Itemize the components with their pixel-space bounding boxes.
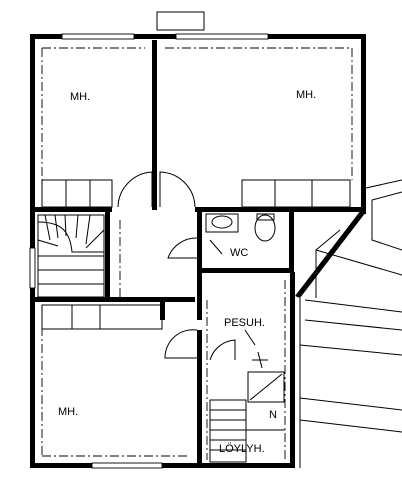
room-label-bedroom-top-right: MH.: [296, 89, 316, 101]
stairs: [37, 214, 105, 298]
room-label-bedroom-bottom-left: MH.: [58, 406, 78, 418]
room-label-bedroom-top-left: MH.: [70, 91, 90, 103]
washroom-fixtures: [209, 329, 285, 463]
room-label-wc: WC: [230, 247, 248, 259]
north-marker: N: [269, 409, 277, 421]
chimney: [156, 11, 205, 31]
room-label-utility: LÖYLYH.: [219, 443, 265, 455]
room-label-washroom: PESUH.: [224, 317, 265, 329]
roof-lines: [299, 179, 402, 468]
furniture: [41, 179, 351, 330]
doors: [117, 171, 236, 361]
wc-fixtures: [205, 213, 276, 255]
